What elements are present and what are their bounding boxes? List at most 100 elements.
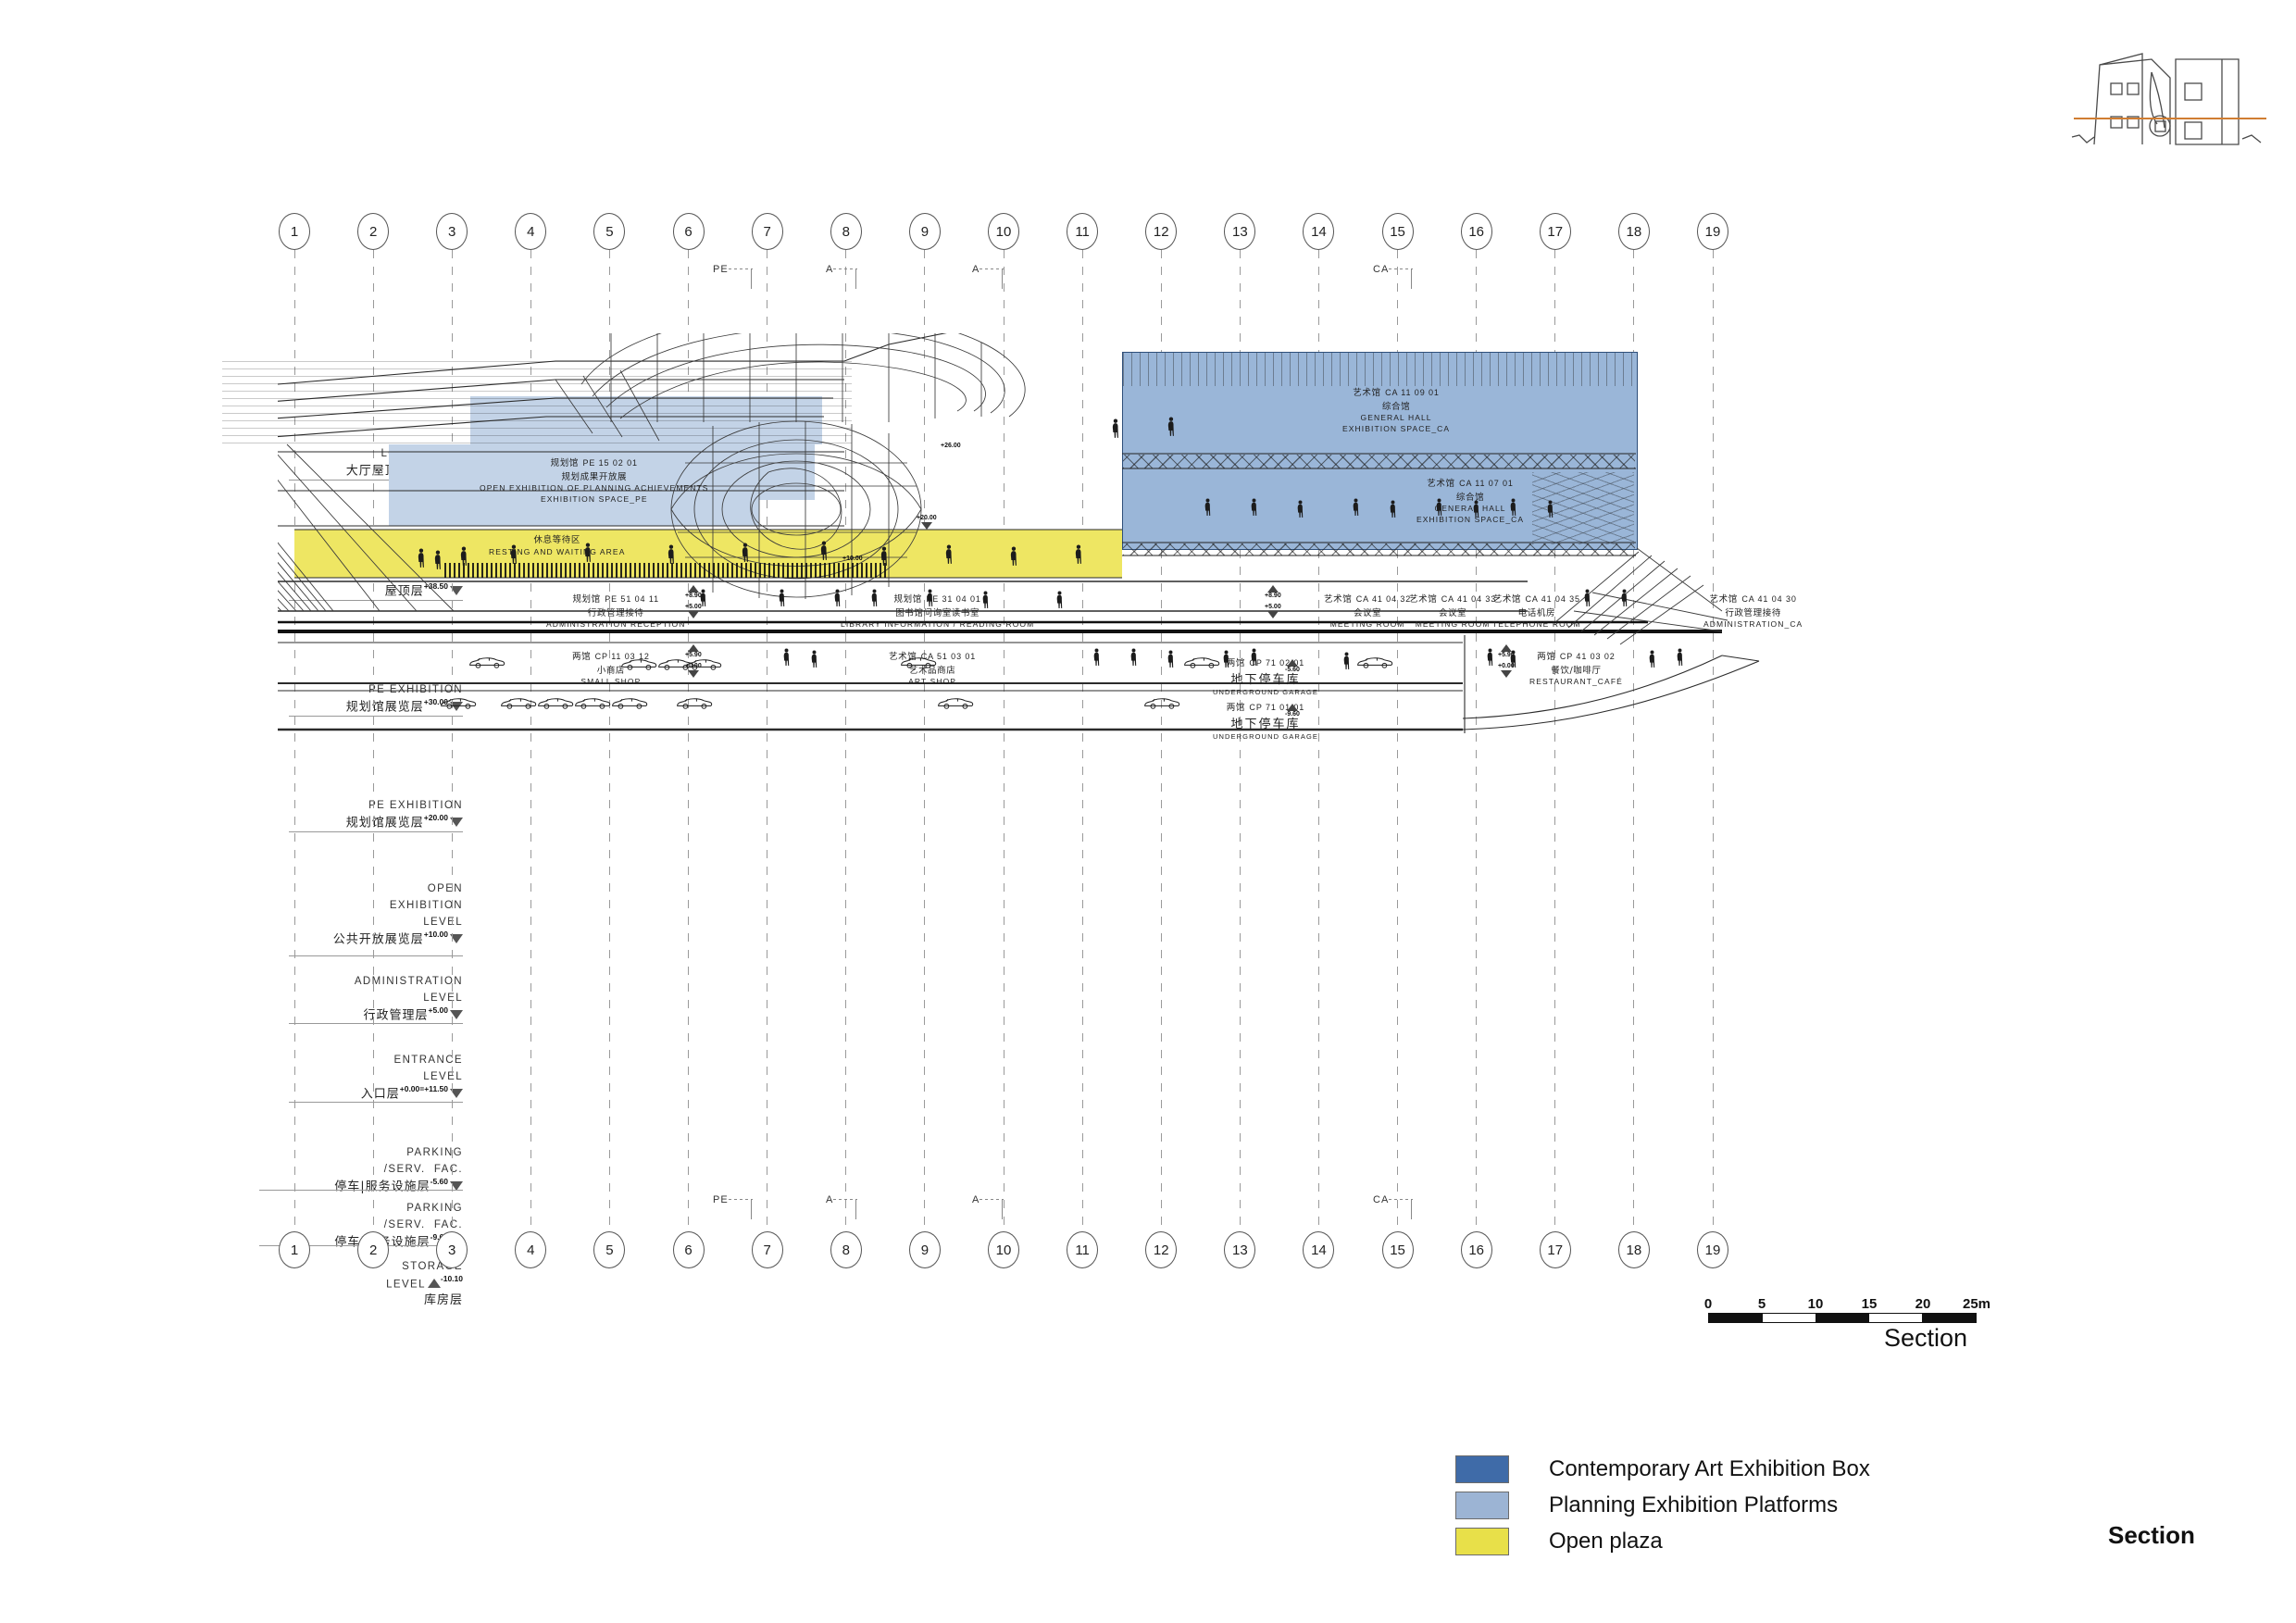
section-mark-a-1: A bbox=[826, 1194, 858, 1219]
level-row-6: ENTRANCE LEVEL 入口层+0.00=+11.50 bbox=[361, 1051, 463, 1103]
elev-tag-9: +20.00 bbox=[917, 515, 937, 530]
person-figure bbox=[880, 546, 887, 566]
grid-bubble-top-4[interactable]: 4 bbox=[515, 213, 547, 250]
grid-bubble-bottom-19[interactable]: 19 bbox=[1697, 1231, 1728, 1268]
grid-bubble-top-18[interactable]: 18 bbox=[1617, 213, 1650, 250]
plaza-crowd-silhouette bbox=[444, 563, 889, 578]
section-mark-label: CA bbox=[1373, 1194, 1390, 1205]
scale-tick-3: 15 bbox=[1861, 1296, 1878, 1312]
grid-bubble-top-16[interactable]: 16 bbox=[1460, 213, 1492, 250]
grid-bubble-bottom-1[interactable]: 1 bbox=[279, 1231, 310, 1268]
person-figure bbox=[668, 544, 674, 564]
person-figure bbox=[1390, 500, 1396, 518]
person-figure bbox=[460, 546, 467, 566]
grid-bubble-bottom-6[interactable]: 6 bbox=[672, 1231, 705, 1268]
grid-bubble-bottom-17[interactable]: 17 bbox=[1539, 1231, 1571, 1268]
level-cn: 屋顶层 bbox=[384, 584, 424, 599]
car-figure bbox=[1184, 657, 1220, 668]
person-figure bbox=[434, 550, 441, 569]
grid-bubble-bottom-11[interactable]: 11 bbox=[1067, 1231, 1099, 1268]
grid-bubble-top-10[interactable]: 10 bbox=[988, 213, 1019, 250]
person-figure bbox=[1621, 589, 1628, 606]
grid-line-4 bbox=[530, 250, 531, 1231]
grid-bubble-bottom-4[interactable]: 4 bbox=[515, 1231, 547, 1268]
truss-band-upper bbox=[1123, 455, 1635, 468]
person-figure bbox=[945, 544, 952, 564]
level-elev: +0.00=+11.50 bbox=[399, 1084, 448, 1093]
section-mark-label: CA bbox=[1373, 264, 1390, 275]
room-label-12: 两馆 CP 41 03 02 餐饮/咖啡厅 RESTAURANT_CAFÉ bbox=[1529, 652, 1623, 687]
level-row-3: PE EXHIBITION 规划馆展览层+20.00 bbox=[346, 796, 463, 831]
room-label-0: 艺术馆 CA 11 09 01 综合馆 GENERAL HALL EXHIBIT… bbox=[1342, 388, 1451, 433]
level-cn: 库房层 bbox=[423, 1293, 463, 1308]
section-mark-label: A bbox=[972, 264, 980, 275]
grid-bubble-bottom-13[interactable]: 13 bbox=[1224, 1231, 1256, 1268]
grid-line-8 bbox=[845, 250, 847, 1231]
elev-tag-1: +5.00 bbox=[685, 604, 702, 618]
grid-bubble-top-17[interactable]: 17 bbox=[1539, 213, 1571, 250]
grid-line-19 bbox=[1712, 250, 1714, 1231]
grid-bubble-bottom-10[interactable]: 10 bbox=[988, 1231, 1019, 1268]
roof-louvre-hatch bbox=[222, 361, 852, 450]
car-figure bbox=[901, 657, 937, 668]
level-en: PE EXHIBITION bbox=[368, 800, 463, 811]
level-elev: +20.00 bbox=[423, 813, 448, 822]
grid-line-3 bbox=[451, 250, 453, 1231]
grid-bubble-top-11[interactable]: 11 bbox=[1067, 213, 1099, 250]
grid-bubble-top-7[interactable]: 7 bbox=[751, 213, 783, 250]
room-label-4: 规划馆 PE 51 04 11 行政管理接待 ADMINISTRATION RE… bbox=[546, 594, 686, 630]
person-figure bbox=[1436, 498, 1442, 516]
grid-bubble-top-8[interactable]: 8 bbox=[830, 213, 862, 250]
legend-swatch bbox=[1455, 1455, 1509, 1483]
grid-bubble-top-19[interactable]: 19 bbox=[1697, 213, 1728, 250]
legend-label: Contemporary Art Exhibition Box bbox=[1549, 1456, 1870, 1481]
level-elev: +38.50 bbox=[423, 581, 448, 591]
grid-bubble-top-13[interactable]: 13 bbox=[1224, 213, 1256, 250]
grid-line-11 bbox=[1081, 250, 1083, 1231]
grid-line-12 bbox=[1160, 250, 1162, 1231]
legend-item-1: Planning Exhibition Platforms bbox=[1455, 1492, 1870, 1519]
grid-bubble-top-14[interactable]: 14 bbox=[1303, 213, 1335, 250]
grid-bubble-top-9[interactable]: 9 bbox=[908, 213, 941, 250]
grid-bubble-top-1[interactable]: 1 bbox=[279, 213, 310, 250]
truss-band-lower bbox=[1123, 543, 1635, 556]
grid-bubble-top-5[interactable]: 5 bbox=[593, 213, 626, 250]
grid-bubble-bottom-5[interactable]: 5 bbox=[593, 1231, 626, 1268]
grid-bubble-bottom-9[interactable]: 9 bbox=[908, 1231, 941, 1268]
elev-tag-5: +5.00 bbox=[1265, 604, 1281, 618]
grid-bubble-bottom-2[interactable]: 2 bbox=[357, 1231, 390, 1268]
grid-bubble-bottom-8[interactable]: 8 bbox=[830, 1231, 862, 1268]
person-figure bbox=[783, 648, 790, 666]
elev-tag-0: +8.90 bbox=[685, 585, 702, 600]
grid-line-9 bbox=[924, 250, 926, 1231]
grid-bubble-bottom-16[interactable]: 16 bbox=[1460, 1231, 1492, 1268]
grid-bubble-bottom-15[interactable]: 15 bbox=[1381, 1231, 1414, 1268]
grid-bubble-top-3[interactable]: 3 bbox=[436, 213, 468, 250]
room-label-6: 艺术馆 CA 41 04 32 会议室 MEETING ROOM bbox=[1324, 594, 1412, 630]
section-mark-a-2: A bbox=[972, 264, 1004, 289]
person-figure bbox=[1487, 648, 1493, 666]
grid-bubble-bottom-14[interactable]: 14 bbox=[1303, 1231, 1335, 1268]
grid-bubble-bottom-7[interactable]: 7 bbox=[751, 1231, 783, 1268]
grid-bubble-top-2[interactable]: 2 bbox=[357, 213, 390, 250]
room-label-8: 艺术馆 CA 41 04 35 电话机房 TELEPHONE ROOM bbox=[1492, 594, 1581, 630]
level-en: PARKING /SERV. FAC. bbox=[383, 1203, 463, 1230]
grid-bubble-top-6[interactable]: 6 bbox=[672, 213, 705, 250]
elev-tag-2: +5.90 bbox=[685, 644, 702, 659]
person-figure bbox=[742, 543, 748, 562]
grid-bubble-bottom-18[interactable]: 18 bbox=[1617, 1231, 1650, 1268]
grid-line-5 bbox=[608, 250, 610, 1231]
car-figure bbox=[501, 698, 537, 709]
person-figure bbox=[1547, 500, 1554, 518]
scale-bar-graphic bbox=[1708, 1313, 1977, 1323]
level-cn: 入口层 bbox=[360, 1087, 400, 1102]
grid-bubble-top-15[interactable]: 15 bbox=[1381, 213, 1414, 250]
level-elev: +10.00 bbox=[423, 930, 448, 939]
grid-bubble-bottom-3[interactable]: 3 bbox=[436, 1231, 468, 1268]
section-mark-pe-0: PE bbox=[713, 1194, 753, 1219]
grid-bubble-bottom-12[interactable]: 12 bbox=[1145, 1231, 1178, 1268]
grid-bubble-top-12[interactable]: 12 bbox=[1145, 213, 1178, 250]
grid-line-2 bbox=[372, 250, 374, 1231]
